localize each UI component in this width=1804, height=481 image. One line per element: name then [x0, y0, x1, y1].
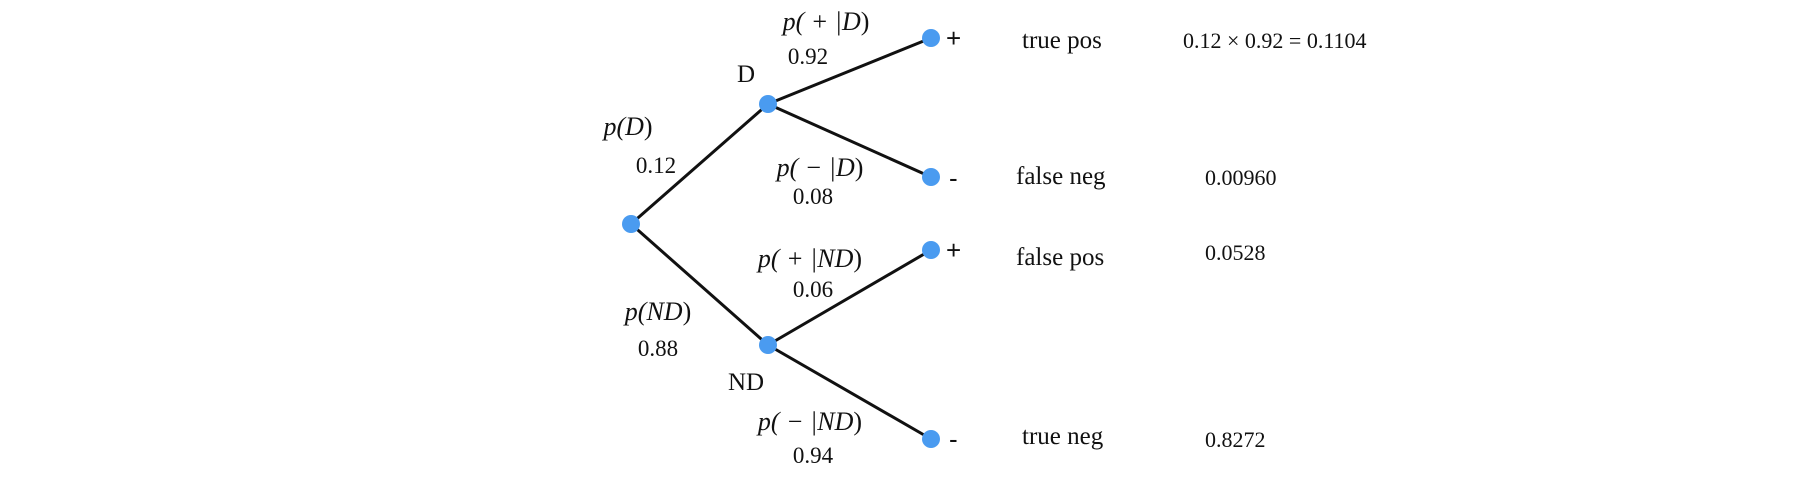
outcome-label-true-pos: true pos	[1022, 27, 1102, 54]
edge-root-to-nd	[629, 222, 770, 347]
node-label-d: D	[737, 61, 755, 88]
outcome-sign-false-neg: -	[949, 163, 958, 193]
edge-nd-to-true-neg	[766, 343, 933, 441]
branch-label-p-nd: p(ND)	[623, 297, 691, 326]
branch-value-p-neg-given-nd: 0.94	[793, 443, 834, 468]
outcome-label-true-neg: true neg	[1022, 423, 1104, 450]
leaf-node-false-pos	[922, 241, 940, 259]
node-d	[759, 95, 777, 113]
edge-d-to-true-pos	[766, 36, 933, 106]
branch-label-p-pos-given-d: p( + |D)	[781, 7, 870, 36]
branch-value-p-neg-given-d: 0.08	[793, 184, 833, 209]
outcome-label-false-neg: false neg	[1016, 163, 1106, 190]
edge-root-to-d	[629, 102, 770, 226]
leaf-node-true-pos	[922, 29, 940, 47]
outcome-value-false-neg: 0.00960	[1205, 165, 1277, 190]
branch-label-p-neg-given-nd: p( − |ND)	[756, 407, 862, 436]
branch-label-p-neg-given-d: p( − |D)	[775, 153, 864, 182]
outcome-sign-true-pos: +	[946, 23, 961, 53]
edge-nd-to-false-pos	[766, 248, 933, 347]
branch-label-p-pos-given-nd: p( + |ND)	[756, 244, 862, 273]
outcome-label-false-pos: false pos	[1016, 244, 1104, 271]
branch-label-p-d: p(D)	[601, 112, 652, 141]
branch-value-p-pos-given-d: 0.92	[788, 44, 828, 69]
branch-value-p-pos-given-nd: 0.06	[793, 277, 833, 302]
branch-value-p-d: 0.12	[636, 153, 676, 178]
outcome-value-false-pos: 0.0528	[1205, 240, 1266, 265]
leaf-node-false-neg	[922, 168, 940, 186]
outcome-sign-true-neg: -	[949, 424, 958, 454]
branch-value-p-nd: 0.88	[638, 336, 678, 361]
outcome-sign-false-pos: +	[946, 235, 961, 265]
outcome-value-true-neg: 0.8272	[1205, 427, 1266, 452]
root-node	[622, 215, 640, 233]
node-nd	[759, 336, 777, 354]
leaf-node-true-neg	[922, 430, 940, 448]
node-label-nd: ND	[728, 369, 764, 396]
edge-d-to-false-neg	[766, 102, 933, 179]
outcome-value-true-pos: 0.12 × 0.92 = 0.1104	[1183, 28, 1367, 53]
